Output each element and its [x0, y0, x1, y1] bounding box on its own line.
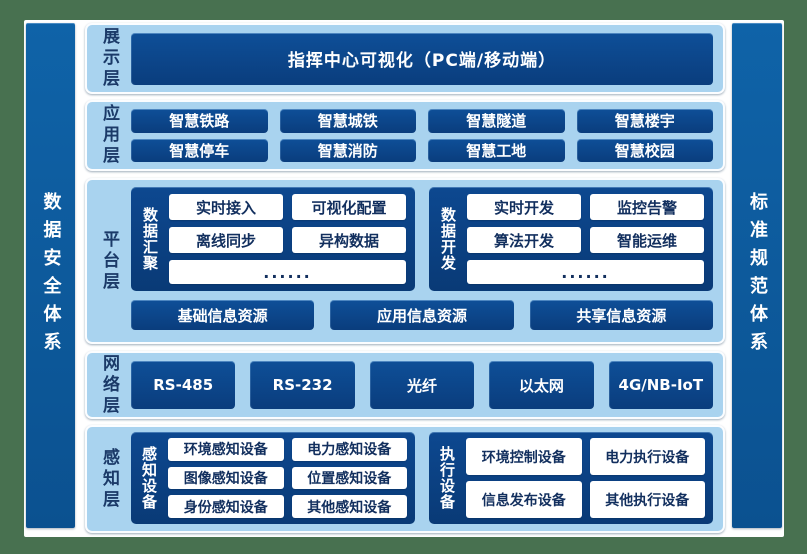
network-box: 以太网: [489, 361, 594, 409]
execution-devices-label: 执行设备: [438, 446, 456, 510]
application-box: 智慧城铁: [279, 109, 416, 133]
platform-item-more: ......: [467, 260, 704, 284]
device-box: 电力感知设备: [291, 438, 407, 461]
resource-box: 基础信息资源: [131, 300, 315, 330]
layer-panel-application: 应用层 智慧铁路 智慧城铁 智慧隧道 智慧楼宇 智慧停车 智慧消防 智慧工地 智…: [85, 100, 725, 171]
data-development-grid: 实时开发 监控告警 算法开发 智能运维 ......: [467, 194, 704, 284]
layer-label-platform: 平台层: [99, 229, 119, 293]
diagram-canvas: 数据安全体系 展示层 指挥中心可视化（PC端/移动端） 应用层 智慧铁路 智慧城…: [24, 20, 784, 537]
application-box: 智慧消防: [279, 138, 416, 162]
platform-item: 算法开发: [467, 227, 581, 253]
information-resources-row: 基础信息资源 应用信息资源 共享信息资源: [131, 300, 713, 330]
presentation-content: 指挥中心可视化（PC端/移动端）: [131, 25, 713, 92]
platform-item: 异构数据: [292, 227, 406, 253]
application-box: 智慧铁路: [131, 109, 268, 133]
layer-label-perception: 感知层: [99, 447, 119, 511]
execution-devices-grid: 环境控制设备 电力执行设备 信息发布设备 其他执行设备: [466, 438, 705, 518]
perception-content: 感知设备 环境感知设备 电力感知设备 图像感知设备 位置感知设备 身份感知设备 …: [131, 427, 713, 531]
sensing-devices-label: 感知设备: [140, 446, 158, 510]
device-box: 其他执行设备: [589, 481, 705, 518]
pillar-data-security-label: 数据安全体系: [40, 191, 62, 360]
command-center-box: 指挥中心可视化（PC端/移动端）: [131, 32, 713, 85]
device-box: 其他感知设备: [291, 495, 407, 518]
network-box: RS-485: [131, 361, 236, 409]
layer-stack: 展示层 指挥中心可视化（PC端/移动端） 应用层 智慧铁路 智慧城铁 智慧隧道 …: [85, 23, 725, 535]
application-grid: 智慧铁路 智慧城铁 智慧隧道 智慧楼宇 智慧停车 智慧消防 智慧工地 智慧校园: [131, 102, 713, 169]
device-box: 环境感知设备: [168, 438, 284, 461]
data-aggregation-grid: 实时接入 可视化配置 离线同步 异构数据 ......: [169, 194, 406, 284]
execution-devices-group: 执行设备 环境控制设备 电力执行设备 信息发布设备 其他执行设备: [429, 432, 713, 524]
network-grid: RS-485 RS-232 光纤 以太网 4G/NB-IoT: [131, 353, 713, 417]
application-box: 智慧楼宇: [576, 109, 713, 133]
device-box: 身份感知设备: [168, 495, 284, 518]
pillar-standards-label: 标准规范体系: [747, 191, 768, 360]
application-box: 智慧隧道: [428, 109, 565, 133]
platform-item-more: ......: [169, 260, 406, 284]
platform-item: 实时接入: [169, 194, 283, 220]
layer-panel-platform: 平台层 数据汇聚 实时接入 可视化配置 离线同步 异构数据 ......: [85, 178, 725, 344]
layer-panel-presentation: 展示层 指挥中心可视化（PC端/移动端）: [85, 23, 725, 94]
network-box: 光纤: [369, 361, 475, 409]
platform-item: 可视化配置: [292, 194, 406, 220]
platform-item: 智能运维: [590, 227, 704, 253]
layer-panel-network: 网络层 RS-485 RS-232 光纤 以太网 4G/NB-IoT: [85, 351, 725, 419]
platform-groups: 数据汇聚 实时接入 可视化配置 离线同步 异构数据 ...... 数据开发: [131, 187, 713, 291]
data-development-group: 数据开发 实时开发 监控告警 算法开发 智能运维 ......: [429, 187, 713, 291]
resource-box: 共享信息资源: [529, 300, 713, 330]
platform-item: 离线同步: [169, 227, 283, 253]
device-box: 位置感知设备: [291, 466, 407, 490]
device-box: 电力执行设备: [589, 438, 705, 475]
layer-panel-perception: 感知层 感知设备 环境感知设备 电力感知设备 图像感知设备 位置感知设备 身份感…: [85, 425, 725, 533]
pillar-standards: 标准规范体系: [732, 23, 782, 528]
sensing-devices-grid: 环境感知设备 电力感知设备 图像感知设备 位置感知设备 身份感知设备 其他感知设…: [168, 438, 407, 518]
application-box: 智慧校园: [576, 138, 713, 162]
device-box: 环境控制设备: [466, 438, 582, 475]
perception-groups: 感知设备 环境感知设备 电力感知设备 图像感知设备 位置感知设备 身份感知设备 …: [131, 432, 713, 524]
network-box: RS-232: [250, 361, 355, 409]
layer-label-network: 网络层: [99, 353, 119, 417]
pillar-data-security: 数据安全体系: [26, 23, 75, 528]
network-box: 4G/NB-IoT: [608, 361, 713, 409]
sensing-devices-group: 感知设备 环境感知设备 电力感知设备 图像感知设备 位置感知设备 身份感知设备 …: [131, 432, 415, 524]
layer-label-application: 应用层: [99, 104, 119, 167]
resource-box: 应用信息资源: [330, 300, 514, 330]
device-box: 图像感知设备: [168, 466, 284, 490]
application-box: 智慧工地: [428, 138, 565, 162]
layer-label-presentation: 展示层: [99, 27, 119, 90]
application-box: 智慧停车: [131, 138, 268, 162]
platform-content: 数据汇聚 实时接入 可视化配置 离线同步 异构数据 ...... 数据开发: [131, 180, 713, 342]
data-aggregation-label: 数据汇聚: [141, 207, 159, 271]
device-box: 信息发布设备: [466, 481, 582, 518]
data-aggregation-group: 数据汇聚 实时接入 可视化配置 离线同步 异构数据 ......: [131, 187, 415, 291]
platform-item: 监控告警: [590, 194, 704, 220]
data-development-label: 数据开发: [439, 207, 457, 271]
platform-item: 实时开发: [467, 194, 581, 220]
